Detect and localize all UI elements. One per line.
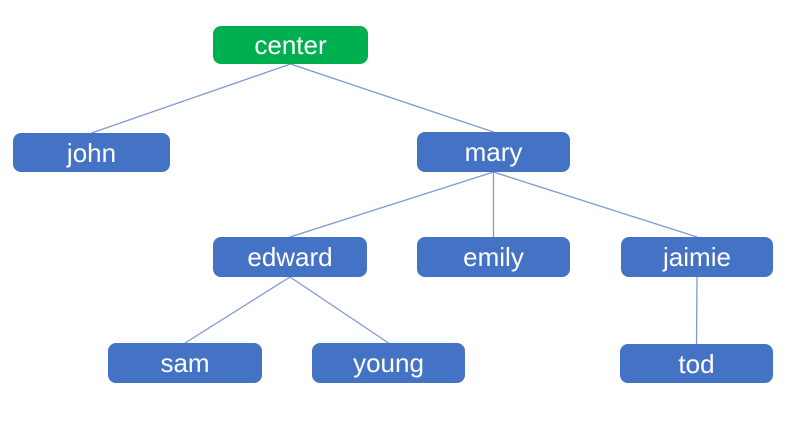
node-jaimie-label: jaimie bbox=[663, 242, 731, 272]
node-edward: edward bbox=[213, 237, 367, 277]
node-emily: emily bbox=[417, 237, 570, 277]
edge-jaimie-tod bbox=[695, 276, 698, 345]
node-young-label: young bbox=[353, 348, 424, 378]
edge-center-john bbox=[91, 63, 291, 134]
node-emily-label: emily bbox=[463, 242, 524, 272]
node-center-label: center bbox=[254, 30, 327, 60]
edge-edward-sam bbox=[184, 276, 291, 344]
node-sam-label: sam bbox=[160, 348, 210, 378]
edge-center-mary bbox=[290, 63, 494, 133]
node-mary-label: mary bbox=[464, 137, 523, 167]
edge-edward-young bbox=[289, 276, 389, 344]
node-sam: sam bbox=[108, 343, 262, 383]
edge-mary-edward bbox=[289, 171, 494, 238]
node-tod-label: tod bbox=[678, 348, 715, 379]
node-center: center bbox=[213, 26, 368, 64]
node-john-label: john bbox=[66, 137, 117, 168]
node-edward-label: edward bbox=[247, 242, 333, 272]
node-jaimie: jaimie bbox=[621, 237, 773, 277]
node-young: young bbox=[312, 343, 465, 383]
edge-mary-jaimie bbox=[493, 171, 698, 238]
node-mary: mary bbox=[417, 132, 570, 172]
node-tod: tod bbox=[620, 344, 773, 383]
node-john: john bbox=[13, 133, 170, 172]
